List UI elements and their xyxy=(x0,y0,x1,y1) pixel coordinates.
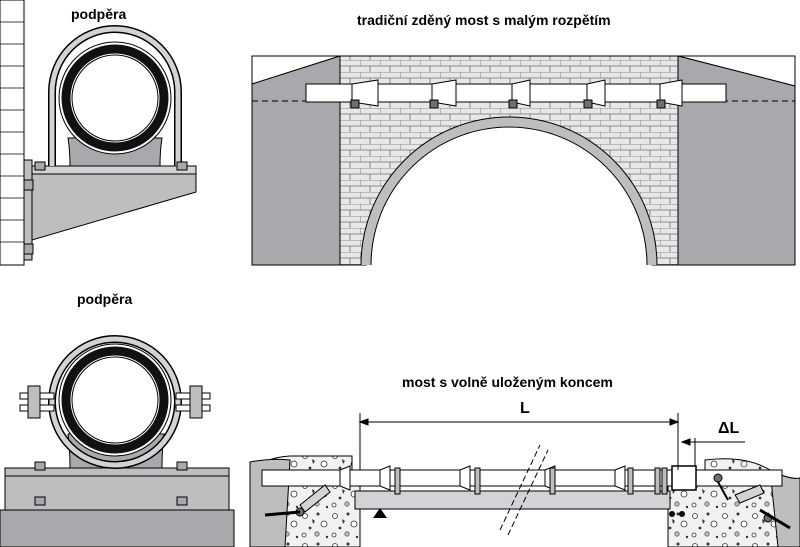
base-support-drawing xyxy=(0,335,235,547)
support-posts xyxy=(394,467,668,495)
clamp-bolt-right xyxy=(175,385,211,419)
base-pipe-ring xyxy=(61,346,169,454)
expansion-joint xyxy=(671,465,697,491)
free-end-bridge-title: most s volně uloženým koncem xyxy=(402,374,613,390)
base-bolt-3 xyxy=(34,496,46,506)
bridge-deck xyxy=(354,490,671,510)
anchor-right xyxy=(713,473,791,530)
bolt-left xyxy=(34,161,46,171)
bracket-arm xyxy=(31,171,197,241)
bearing-roller-1 xyxy=(669,511,675,517)
free-end-bridge-drawing xyxy=(249,413,800,547)
bolt-right xyxy=(176,161,188,171)
wall-bolt-bottom xyxy=(23,243,34,255)
wall-bolt-top xyxy=(23,179,34,191)
dimension-delta-L xyxy=(680,438,745,466)
support-top-label: podpěra xyxy=(71,6,127,22)
bearing-roller-2 xyxy=(679,511,685,517)
bearing-fixed xyxy=(373,508,387,518)
base-bolt-4 xyxy=(176,496,188,506)
base-bolt-2 xyxy=(176,461,188,471)
length-label: L xyxy=(520,400,530,417)
break-lines xyxy=(499,444,549,536)
wall-support-drawing xyxy=(0,0,197,266)
bracket-top-plate xyxy=(31,165,197,175)
base-bolt-1 xyxy=(34,461,46,471)
bridge-pipe xyxy=(305,79,727,109)
pipe-ring xyxy=(61,44,169,152)
support-bottom-label: podpěra xyxy=(77,291,133,307)
arch-bridge-drawing xyxy=(251,55,796,266)
ground-slab xyxy=(0,509,235,547)
pipe-supports xyxy=(339,465,626,491)
wall xyxy=(0,0,25,266)
arch-ring xyxy=(361,117,657,266)
wall-brick-lines xyxy=(0,21,24,243)
clamp-bolt-left xyxy=(19,385,55,419)
anchor-left xyxy=(264,484,331,517)
arch-bridge-title: tradiční zděný most s malým rozpětím xyxy=(357,12,611,28)
delta-length-label: ΔL xyxy=(718,420,740,437)
dimension-L xyxy=(358,413,680,470)
deck-pipe xyxy=(261,469,783,487)
